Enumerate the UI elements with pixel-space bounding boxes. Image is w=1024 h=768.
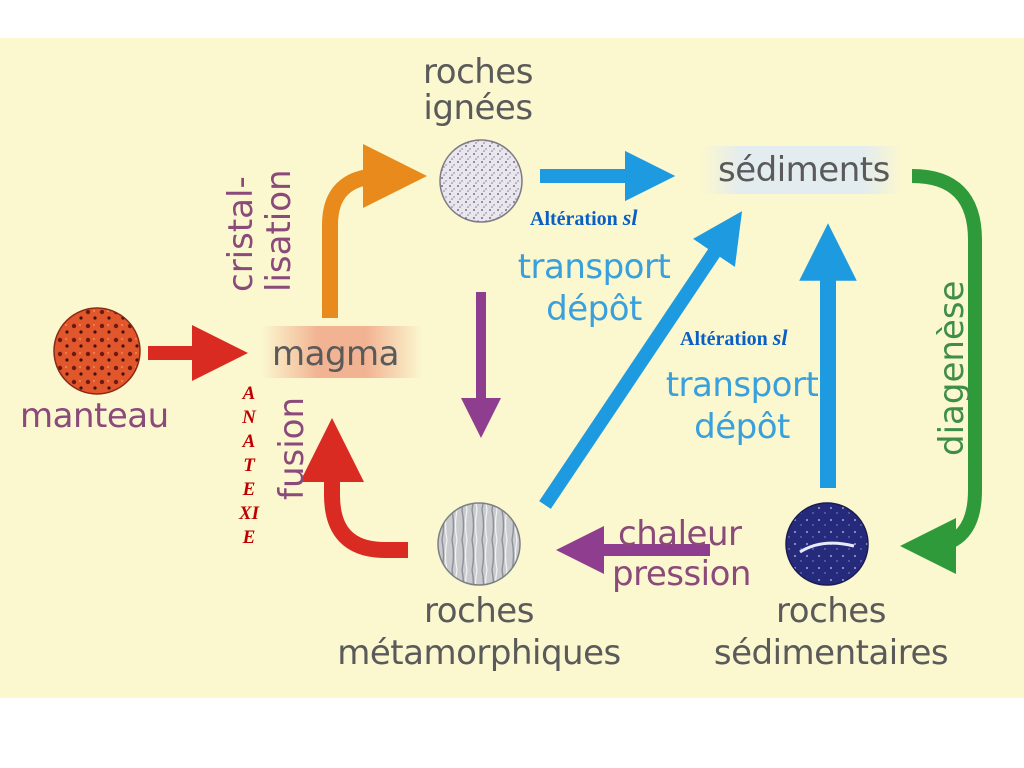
manteau-sample <box>53 307 141 395</box>
roches-sedimentaires-line-1: roches <box>776 591 886 631</box>
depot-line-2: dépôt <box>694 407 790 447</box>
cristallisation-line-1: cristal- <box>221 176 261 292</box>
diagenese-label: diagenèse <box>932 280 972 456</box>
cristallisation-line-2: lisation <box>259 169 299 292</box>
magma-label: magma <box>272 334 400 374</box>
alteration-annotation-1: Altération sl <box>530 205 637 231</box>
manteau-label: manteau <box>20 396 169 436</box>
chaleur-pression-label: chaleur pression <box>612 514 751 594</box>
roches-metamorphiques-line-2: métamorphiques <box>337 633 621 673</box>
metamorphiques-to-sediments-arrow <box>539 211 743 509</box>
alteration-annotation-2: Altération sl <box>680 325 787 351</box>
alteration-suffix-1: sl <box>622 205 638 230</box>
transport-depot-label-2: transport dépôt <box>660 364 824 448</box>
diagenese-arrow <box>900 169 982 574</box>
roches-ignees-sample <box>439 139 523 223</box>
fusion-arrow <box>300 418 408 558</box>
cristallisation-label: cristal- lisation <box>221 169 299 292</box>
roches-sedimentaires-line-2: sédimentaires <box>713 633 949 673</box>
sediments-highlight <box>702 146 902 194</box>
alteration-word-1: Altération <box>530 208 618 230</box>
alteration-word-2: Altération <box>680 328 768 350</box>
sediments-label: sédiments <box>718 150 890 190</box>
roches-sedimentaires-label: roches sédimentaires <box>706 590 956 674</box>
roches-metamorphiques-line-1: roches <box>424 591 534 631</box>
transport-depot-label-1: transport dépôt <box>512 246 676 330</box>
roches-ignees-label: roches ignées <box>408 54 548 126</box>
cristallisation-arrow <box>322 144 427 318</box>
roches-sedimentaires-streak <box>799 541 855 554</box>
magma-highlight <box>262 326 422 378</box>
roches-metamorphiques-sample <box>437 502 521 586</box>
depot-line-1: dépôt <box>546 289 642 329</box>
roches-ignees-line-1: roches <box>423 52 533 92</box>
fusion-label: fusion <box>272 396 312 500</box>
anatexie-annotation: ANATEXIE <box>238 383 260 548</box>
transport-line-2: transport <box>665 365 819 405</box>
roches-metamorphiques-label: roches métamorphiques <box>326 590 632 674</box>
roches-ignees-line-2: ignées <box>423 88 533 128</box>
alteration-suffix-2: sl <box>772 325 788 350</box>
transport-line-1: transport <box>517 247 671 287</box>
chaleur-line: chaleur <box>618 514 742 554</box>
pression-line: pression <box>612 554 751 594</box>
